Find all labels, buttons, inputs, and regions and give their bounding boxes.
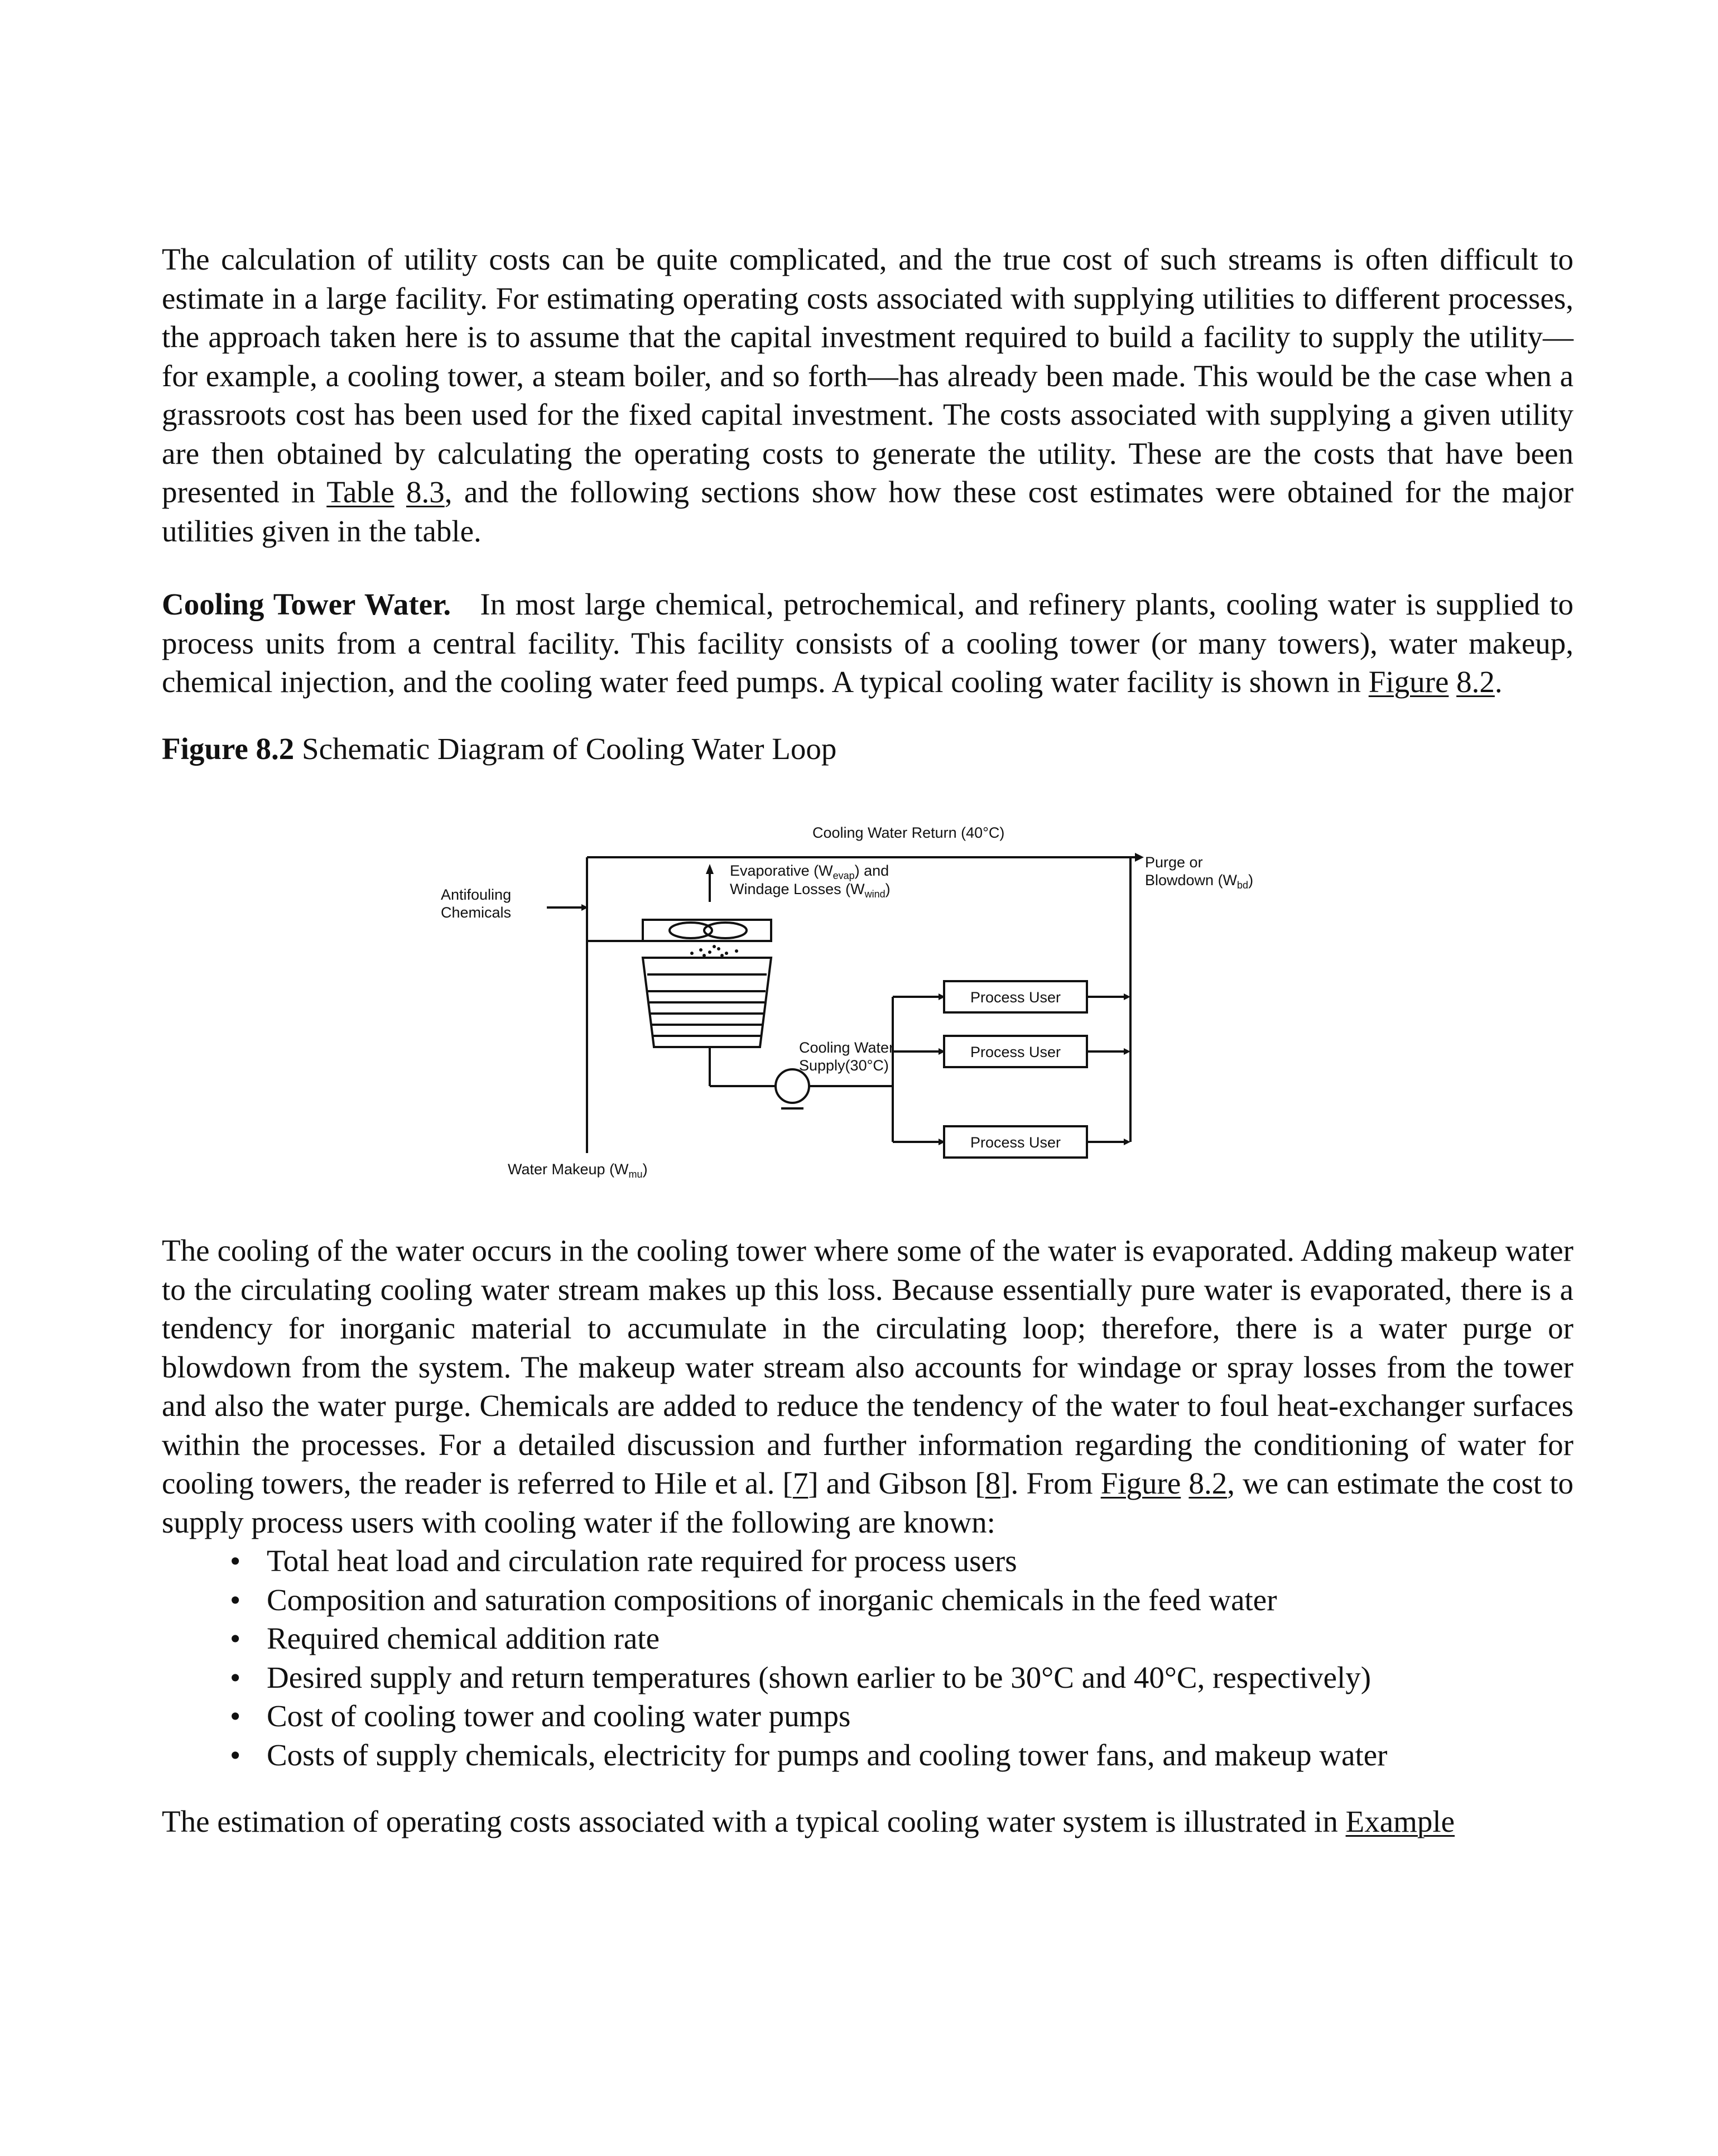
list-item: Cost of cooling tower and cooling water …: [230, 1697, 1573, 1736]
paragraph-text: In most large chemical, petrochemical, a…: [162, 587, 1573, 699]
list-item: Desired supply and return temperatures (…: [230, 1658, 1573, 1697]
supply-temp-label: Supply(30°C): [799, 1057, 889, 1074]
process-user-label: Process User: [970, 989, 1061, 1006]
fan-icon: [703, 921, 748, 939]
return-arrow: [1135, 853, 1144, 862]
link-figure[interactable]: Figure: [1100, 1466, 1181, 1500]
paragraph-text: , we can estimate the cost to supply pro…: [162, 1466, 1574, 1539]
paragraph-text: ] and Gibson [: [808, 1466, 985, 1500]
link-figure-number[interactable]: 8.2: [1456, 665, 1495, 699]
pump-icon: [774, 1068, 810, 1104]
reference-8-link[interactable]: 8: [985, 1466, 1001, 1500]
list-item: Total heat load and circulation rate req…: [230, 1542, 1573, 1581]
cooling-water-loop-diagram: Cooling Water Return (40°C) Evaporative …: [441, 824, 1253, 1180]
paragraph-text: .: [1494, 665, 1503, 699]
cooling-tower: [641, 957, 773, 1048]
paragraph-estimation: The estimation of operating costs associ…: [162, 1802, 1573, 1841]
figure-caption-text: Schematic Diagram of Cooling Water Loop: [302, 731, 837, 766]
link-table[interactable]: Table: [326, 475, 394, 509]
paragraph-cooling-tower-water: Cooling Tower Water. In most large chemi…: [162, 585, 1573, 702]
antifouling-label: Antifouling: [441, 886, 511, 903]
document-page: The calculation of utility costs can be …: [162, 240, 1573, 1841]
return-label: Cooling Water Return (40°C): [812, 824, 1004, 841]
fan-icon: [668, 921, 713, 939]
paragraph-text: The calculation of utility costs can be …: [162, 242, 1573, 509]
tower-fan-housing: [642, 919, 772, 942]
evaporation-arrow: [706, 864, 714, 874]
list-item: Required chemical addition rate: [230, 1619, 1573, 1658]
paragraph-text: , and the following sections show how th…: [162, 475, 1574, 548]
paragraph-utility-costs: The calculation of utility costs can be …: [162, 240, 1573, 550]
spray-dots: [690, 945, 738, 957]
process-user-label: Process User: [970, 1044, 1061, 1060]
paragraph-text: The cooling of the water occurs in the c…: [162, 1233, 1573, 1500]
supply-label: Cooling Water: [799, 1039, 894, 1056]
evaporative-label: Evaporative (Wevap) and: [730, 862, 889, 881]
paragraph-text: ]. From: [1000, 1466, 1101, 1500]
process-user-label: Process User: [970, 1134, 1061, 1151]
requirements-list: Total heat load and circulation rate req…: [162, 1542, 1573, 1774]
windage-label: Windage Losses (Wwind): [730, 881, 891, 900]
reference-7-link[interactable]: 7: [792, 1466, 809, 1500]
purge-label: Purge or: [1145, 854, 1203, 871]
link-example[interactable]: Example: [1345, 1804, 1455, 1838]
link-table-number[interactable]: 8.3: [406, 475, 445, 509]
list-item: Composition and saturation compositions …: [230, 1581, 1573, 1620]
link-figure-number[interactable]: 8.2: [1188, 1466, 1228, 1500]
chemicals-label: Chemicals: [441, 904, 511, 921]
list-item: Costs of supply chemicals, electricity f…: [230, 1736, 1573, 1775]
section-heading: Cooling Tower Water.: [162, 587, 451, 621]
figure-label: Figure 8.2: [162, 731, 295, 766]
blowdown-label: Blowdown (Wbd): [1145, 872, 1253, 891]
figure-cooling-water-loop: Cooling Water Return (40°C) Evaporative …: [162, 790, 1573, 1203]
makeup-label: Water Makeup (Wmu): [508, 1161, 648, 1180]
figure-caption: Figure 8.2 Schematic Diagram of Cooling …: [162, 729, 1573, 769]
paragraph-text: The estimation of operating costs associ…: [162, 1804, 1346, 1838]
paragraph-cooling-process: The cooling of the water occurs in the c…: [162, 1231, 1573, 1542]
link-figure[interactable]: Figure: [1368, 665, 1449, 699]
